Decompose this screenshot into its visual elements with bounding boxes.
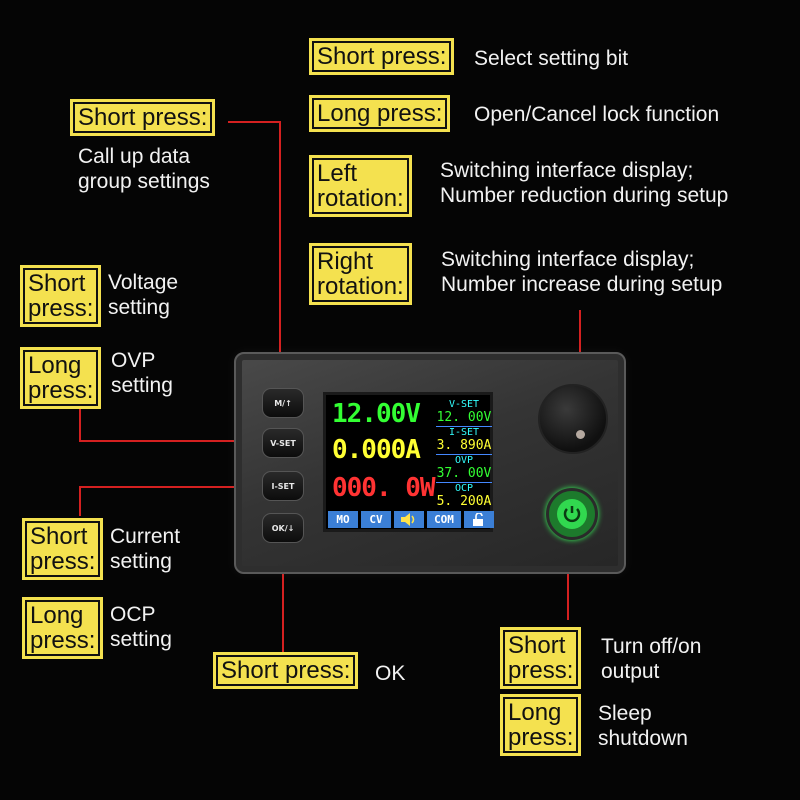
speaker-icon [394, 511, 424, 528]
right-rotation-tag: Right rotation: [309, 243, 412, 305]
power-long-desc-line1: Sleep [598, 702, 652, 725]
power-long-tag-line2: press: [508, 724, 574, 751]
vset-label: V-SET [448, 399, 480, 410]
vset-short-tag-line1: Short [28, 270, 86, 297]
right-rotation-desc-line1: Switching interface display; [441, 248, 695, 271]
vset-long-tag-line2: press: [28, 377, 94, 404]
vset-short-desc-line1: Voltage [108, 271, 179, 294]
ovp-label: OVP [454, 455, 474, 466]
iset-long-desc-line2: setting [110, 628, 172, 651]
ocp-label: OCP [454, 483, 474, 494]
power-icon [557, 499, 587, 529]
left-rotation-tag: Left rotation: [309, 155, 412, 217]
iset-short-press-desc: Current setting [110, 524, 180, 574]
line-iset-button [79, 486, 262, 516]
encoder-long-press-desc: Open/Cancel lock function [474, 103, 720, 126]
iset-short-tag-line1: Short [30, 523, 88, 550]
settings-column: V-SET 12. 00V I-SET 3. 890A OVP 37. 00V … [436, 399, 492, 510]
iset-long-press-desc: OCP setting [110, 602, 172, 652]
vset-item: V-SET 12. 00V [436, 399, 492, 427]
ok-short-press-tag: Short press: [213, 652, 359, 689]
iset-long-desc-line1: OCP [110, 603, 156, 626]
iset-short-desc-line2: setting [110, 550, 172, 573]
power-short-desc-line1: Turn off/on [601, 635, 702, 658]
right-rotation-tag-line2: rotation: [317, 273, 404, 300]
vset-value: 12. 00V [436, 410, 492, 425]
output-current-readout: 0.000A [332, 435, 421, 465]
vset-long-desc-line2: setting [111, 374, 173, 397]
ocp-value: 5. 200A [436, 494, 492, 509]
iset-long-tag-line1: Long [30, 602, 84, 629]
line-m-button [228, 121, 281, 386]
encoder-long-press-tag: Long press: [309, 95, 451, 132]
left-rotation-desc: Switching interface display; Number redu… [440, 158, 728, 208]
power-short-press-desc: Turn off/on output [601, 634, 701, 684]
power-long-press-desc: Sleep shutdown [598, 701, 688, 751]
m-button-short-press-tag: Short press: [70, 99, 216, 136]
right-rotation-desc-line2: Number increase during setup [441, 273, 723, 296]
m-desc-line2: group settings [78, 170, 210, 193]
cv-badge: CV [361, 511, 391, 528]
vset-long-press-tag: Long press: [20, 347, 102, 409]
iset-short-tag-line2: press: [30, 548, 96, 575]
ovp-item: OVP 37. 00V [436, 455, 492, 483]
m-desc-line1: Call up data [78, 145, 191, 168]
power-short-desc-line2: output [601, 660, 660, 683]
right-rotation-tag-line1: Right [317, 248, 374, 275]
left-rotation-tag-line1: Left [317, 160, 358, 187]
vset-long-tag-line1: Long [28, 352, 82, 379]
ok-down-button[interactable]: OK/↓ [262, 513, 304, 543]
iset-value: 3. 890A [436, 438, 492, 453]
power-long-tag-line1: Long [508, 699, 562, 726]
iset-label: I-SET [448, 427, 480, 438]
rotary-encoder-knob[interactable] [538, 384, 608, 454]
iset-short-press-tag: Short press: [22, 518, 104, 580]
mode-badge: MO [328, 511, 358, 528]
vset-long-press-desc: OVP setting [111, 348, 173, 398]
vset-short-press-desc: Voltage setting [108, 270, 178, 320]
vset-short-desc-line2: setting [108, 296, 170, 319]
power-short-press-tag: Short press: [500, 627, 582, 689]
lcd-screen: 12.00V 0.000A 000. 0W V-SET 12. 00V I-SE… [323, 392, 494, 532]
iset-item: I-SET 3. 890A [436, 427, 492, 455]
iset-long-tag-line2: press: [30, 627, 96, 654]
left-rotation-tag-line2: rotation: [317, 185, 404, 212]
ovp-value: 37. 00V [436, 466, 492, 481]
ocp-item: OCP 5. 200A [436, 483, 492, 510]
power-long-desc-line2: shutdown [598, 727, 688, 750]
encoder-short-press-tag: Short press: [309, 38, 455, 75]
power-button[interactable] [546, 488, 598, 540]
left-rotation-desc-line2: Number reduction during setup [440, 184, 729, 207]
output-power-readout: 000. 0W [332, 473, 436, 503]
ok-short-press-desc: OK [375, 662, 406, 685]
power-short-tag-line2: press: [508, 657, 574, 684]
lock-icon [464, 511, 494, 528]
output-voltage-readout: 12.00V [332, 399, 421, 429]
iset-button[interactable]: I-SET [262, 471, 304, 501]
vset-short-tag-line2: press: [28, 295, 94, 322]
encoder-short-press-desc: Select setting bit [474, 47, 629, 70]
vset-short-press-tag: Short press: [20, 265, 102, 327]
left-rotation-desc-line1: Switching interface display; [440, 159, 694, 182]
status-bar: MO CV COM [328, 511, 494, 528]
right-rotation-desc: Switching interface display; Number incr… [441, 247, 722, 297]
iset-short-desc-line1: Current [110, 525, 181, 548]
power-long-press-tag: Long press: [500, 694, 582, 756]
iset-long-press-tag: Long press: [22, 597, 104, 659]
m-button-short-press-desc: Call up data group settings [78, 144, 210, 194]
vset-long-desc-line1: OVP [111, 349, 156, 372]
m-up-button[interactable]: M/↑ [262, 388, 304, 418]
com-badge: COM [427, 511, 461, 528]
vset-button[interactable]: V-SET [262, 428, 304, 458]
power-short-tag-line1: Short [508, 632, 566, 659]
